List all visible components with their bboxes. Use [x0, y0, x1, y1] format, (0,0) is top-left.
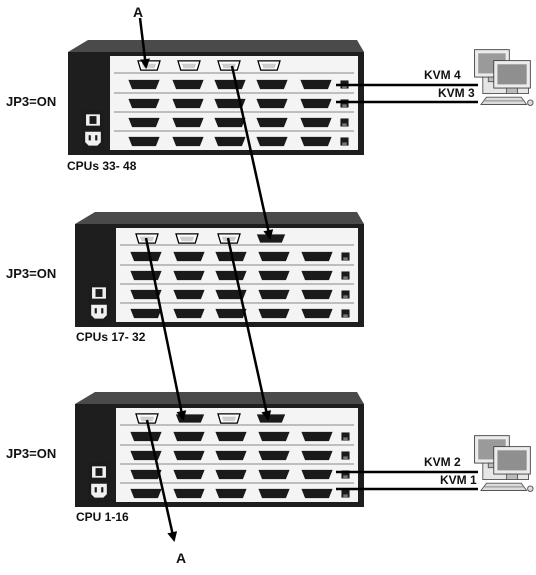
kvm4-label: KVM 4 — [424, 68, 461, 82]
arrow-icon — [145, 419, 178, 542]
computer-workstation-icon — [473, 435, 534, 493]
jumper-label: JP3=ON — [6, 94, 56, 109]
power-switch-icon — [88, 462, 110, 502]
power-switch-icon — [88, 283, 110, 323]
cpu-range-label: CPUs 17- 32 — [76, 330, 146, 344]
kvm-unit-top: JP3=ON CPUs 33- 48 — [6, 40, 364, 173]
kvm-console-lines — [336, 83, 478, 491]
cable-middle-to-bottom-2 — [226, 237, 272, 421]
chassis-top-panel — [75, 392, 364, 404]
computer-workstation-icon — [473, 49, 534, 107]
cpu-range-label: CPUs 33- 48 — [67, 159, 137, 173]
kvm-unit-bottom: JP3=ON CPU 1-16 — [6, 392, 364, 524]
marker-label-top: A — [133, 4, 143, 20]
chassis-top-panel — [68, 40, 364, 52]
cpu-range-label: CPU 1-16 — [76, 510, 129, 524]
cable-top-to-middle — [230, 65, 274, 240]
kvm-unit-middle: JP3=ON CPUs 17- 32 — [6, 212, 364, 344]
kvm1-label: KVM 1 — [440, 473, 477, 487]
kvm2-label: KVM 2 — [424, 455, 461, 469]
kvm3-label: KVM 3 — [438, 86, 475, 100]
jumper-label: JP3=ON — [6, 266, 56, 281]
chassis-top-panel — [75, 212, 364, 224]
power-switch-icon — [82, 110, 104, 150]
jumper-label: JP3=ON — [6, 446, 56, 461]
cascade-cables — [138, 17, 274, 542]
marker-label-bottom: A — [176, 550, 186, 566]
arrow-icon — [138, 17, 150, 69]
cable-middle-to-bottom-1 — [144, 237, 187, 421]
